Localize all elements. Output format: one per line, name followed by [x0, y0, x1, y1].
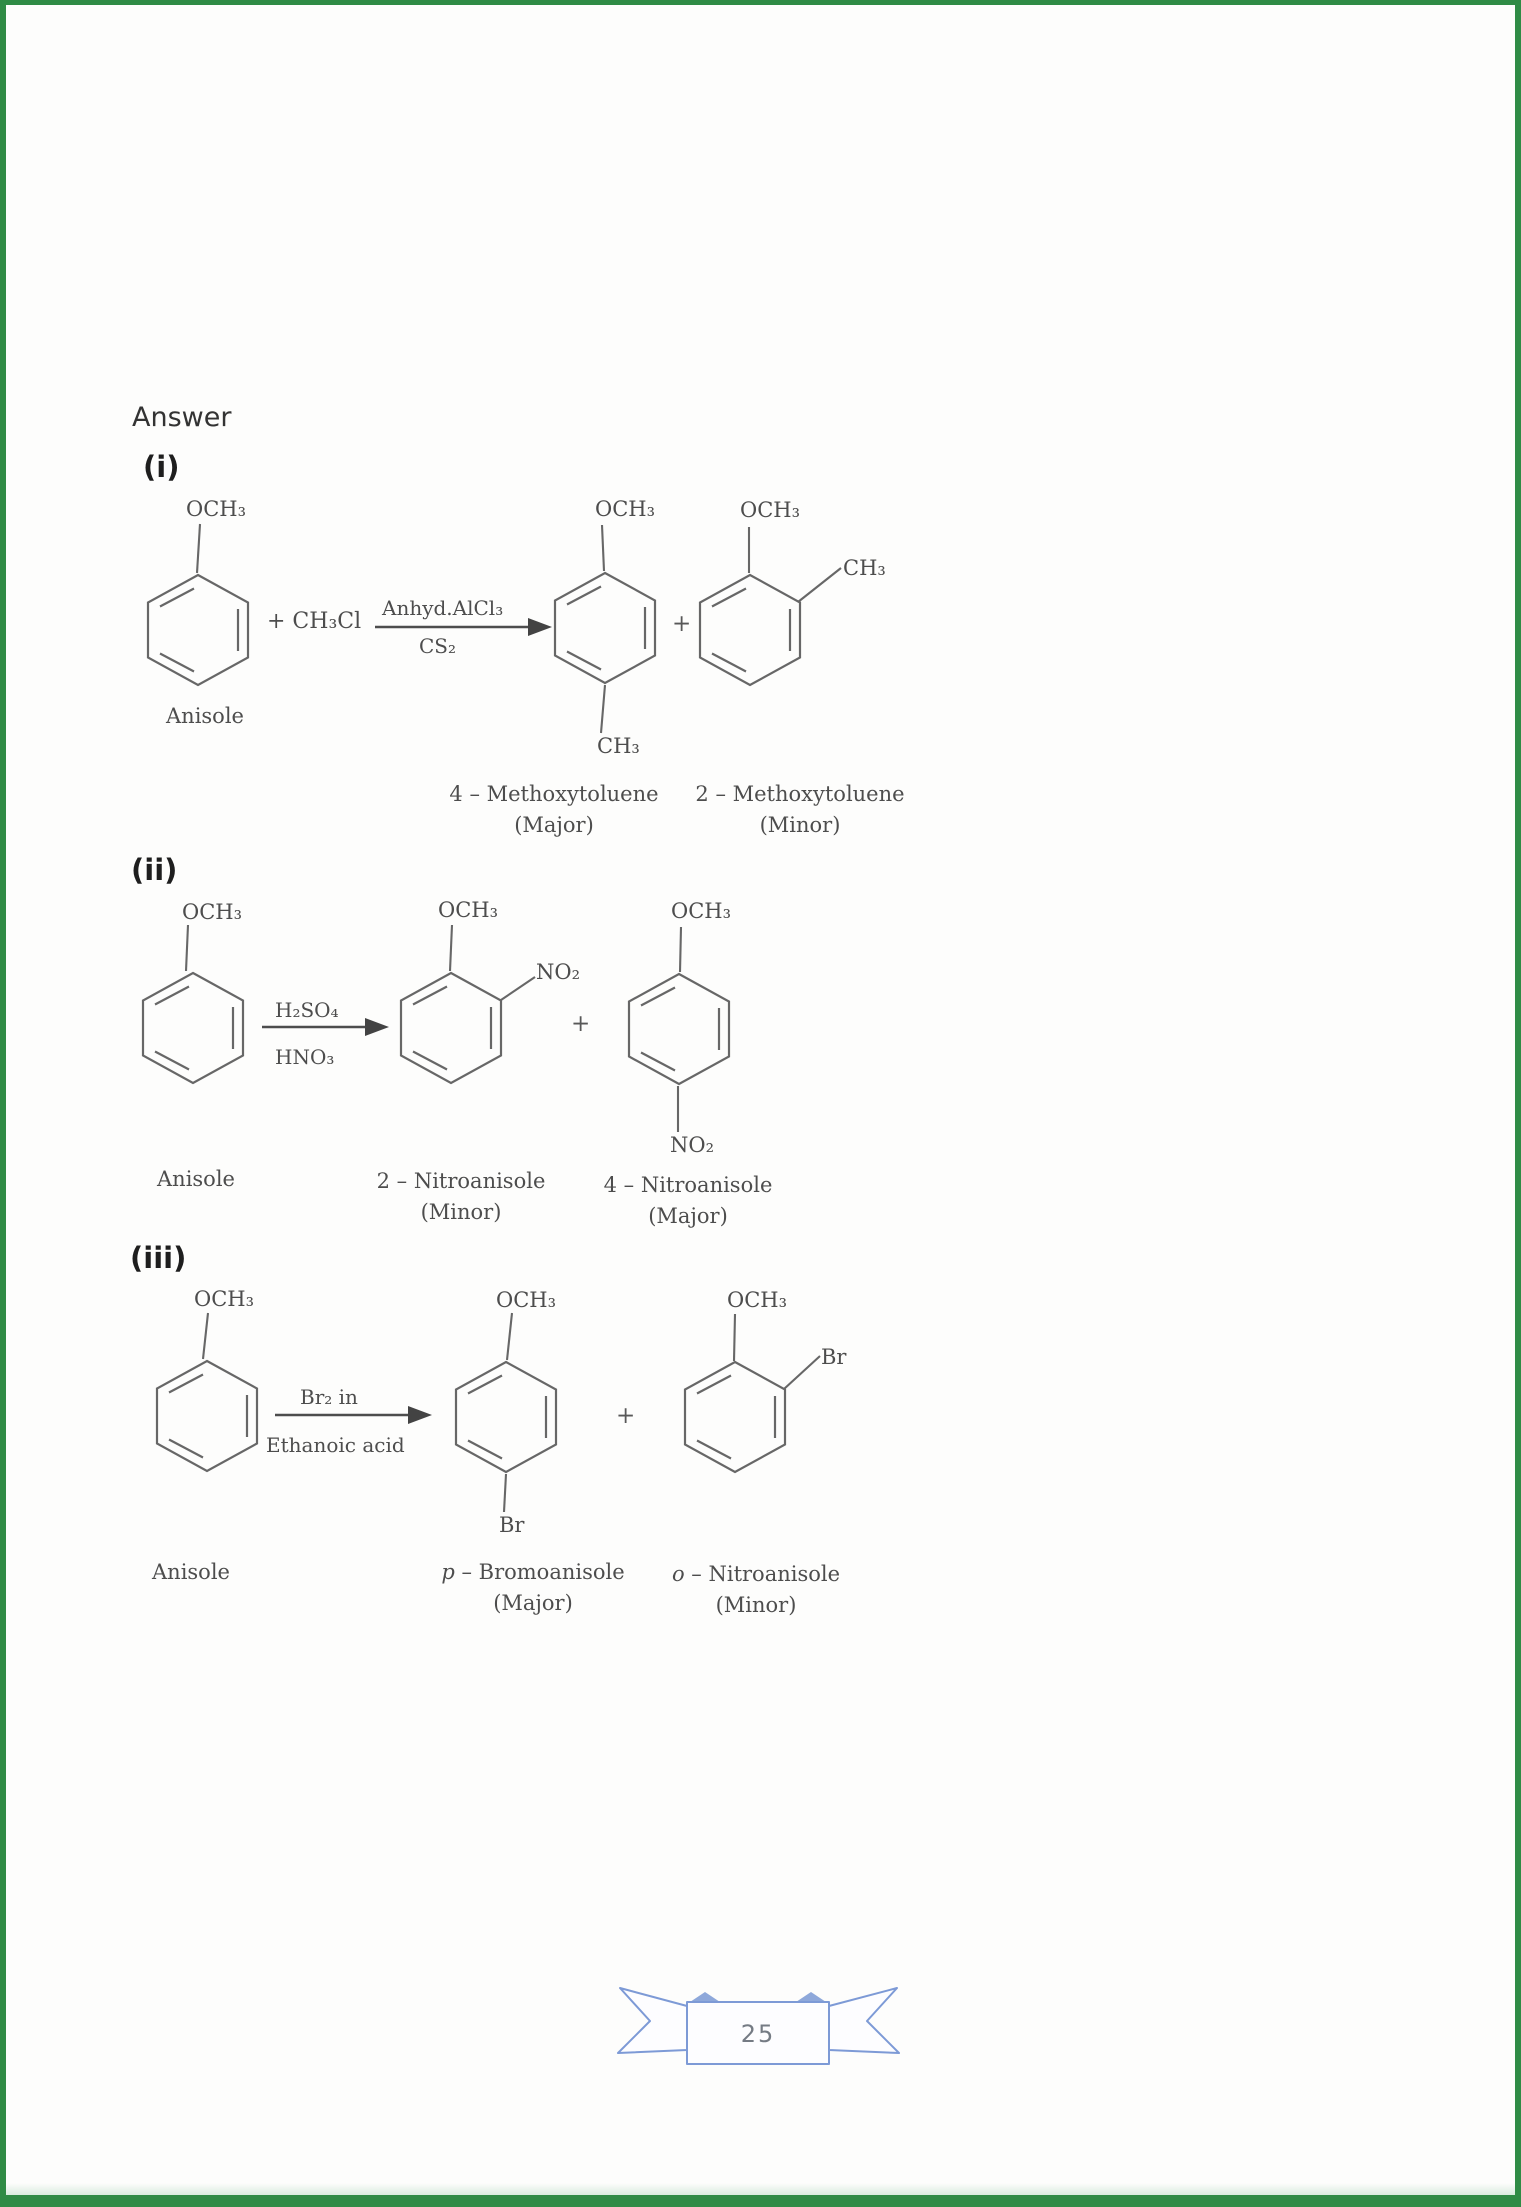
product2-name-prefix-iii: o [671, 1562, 685, 1586]
answer-heading: Answer [132, 402, 232, 433]
product2-name-i: 2 – Methoxytoluene [695, 782, 905, 806]
plus-sign-i: + [672, 611, 692, 637]
paper-background [6, 5, 1515, 2195]
product1-name-ii: 2 – Nitroanisole [376, 1169, 546, 1193]
och3-group-anisole-i: OCH₃ [186, 497, 247, 521]
product2-name-iii: o – Nitroanisole [646, 1559, 866, 1590]
product1-amount-i: (Major) [514, 813, 594, 837]
no2-group-product1-ii: NO₂ [536, 960, 581, 984]
product2-name-ii: 4 – Nitroanisole [603, 1173, 773, 1197]
product2-caption-ii: 4 – Nitroanisole (Major) [578, 1170, 798, 1232]
condition-above-iii: Br₂ in [300, 1385, 358, 1409]
ch3-group-product1-i: CH₃ [597, 734, 640, 758]
condition-above-ii: H₂SO₄ [275, 998, 339, 1022]
product2-amount-i: (Minor) [759, 813, 841, 837]
product1-name-i: 4 – Methoxytoluene [449, 782, 659, 806]
product1-name-rest-iii: – Bromoanisole [454, 1560, 625, 1584]
och3-group-anisole-iii: OCH₃ [194, 1287, 255, 1311]
condition-below-ii: HNO₃ [275, 1045, 335, 1069]
och3-group-product2-ii: OCH₃ [671, 899, 732, 923]
plus-sign-ii: + [571, 1011, 591, 1037]
product1-name-prefix-iii: p [441, 1560, 455, 1584]
plus-sign-iii: + [616, 1403, 636, 1429]
condition-above-i: Anhyd.AlCl₃ [382, 596, 504, 620]
ribbon-left-tail [617, 1987, 688, 2054]
product2-name-rest-iii: – Nitroanisole [684, 1562, 841, 1586]
och3-group-product1-i: OCH₃ [595, 497, 656, 521]
condition-below-iii: Ethanoic acid [266, 1433, 405, 1457]
ribbon-right-tail [828, 1987, 900, 2054]
och3-group-product1-iii: OCH₃ [496, 1288, 557, 1312]
anisole-name-iii: Anisole [152, 1560, 230, 1584]
product1-name-iii: p – Bromoanisole [423, 1557, 643, 1588]
product1-caption-ii: 2 – Nitroanisole (Minor) [351, 1166, 571, 1228]
br-group-product1-iii: Br [499, 1513, 525, 1537]
product2-amount-ii: (Major) [648, 1204, 728, 1228]
product1-caption-iii: p – Bromoanisole (Major) [423, 1557, 643, 1619]
condition-below-i: CS₂ [419, 634, 457, 658]
och3-group-product1-ii: OCH₃ [438, 898, 499, 922]
page-number: 25 [740, 2020, 776, 2048]
product2-amount-iii: (Minor) [715, 1593, 797, 1617]
och3-group-product2-iii: OCH₃ [727, 1288, 788, 1312]
och3-group-product2-i: OCH₃ [740, 498, 801, 522]
och3-group-anisole-ii: OCH₃ [182, 900, 243, 924]
ribbon-center-panel [686, 2001, 830, 2065]
scheme-ii-label: (ii) [131, 853, 178, 887]
product1-amount-iii: (Major) [493, 1591, 573, 1615]
product1-amount-ii: (Minor) [420, 1200, 502, 1224]
product2-caption-i: 2 – Methoxytoluene (Minor) [690, 779, 910, 841]
anisole-name-ii: Anisole [157, 1167, 235, 1191]
page-number-ribbon [617, 1987, 900, 2065]
no2-group-product2-ii: NO₂ [670, 1133, 715, 1157]
ch3-group-product2-i: CH₃ [843, 556, 886, 580]
product2-caption-iii: o – Nitroanisole (Minor) [646, 1559, 866, 1621]
product1-caption-i: 4 – Methoxytoluene (Major) [444, 779, 664, 841]
anisole-name-i: Anisole [166, 704, 244, 728]
reagent-ch3cl: + CH₃Cl [267, 609, 362, 634]
scheme-i-label: (i) [143, 450, 180, 484]
scheme-iii-label: (iii) [130, 1241, 187, 1275]
br-group-product2-iii: Br [821, 1345, 847, 1369]
